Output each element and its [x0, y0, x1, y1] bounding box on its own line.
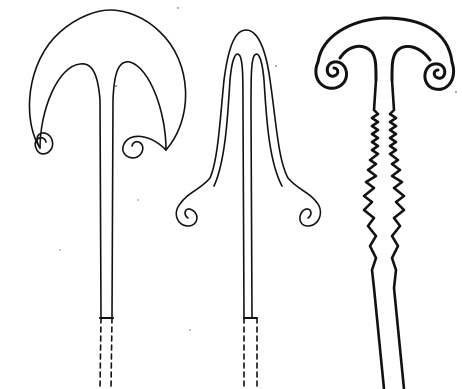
middle-inner-left	[214, 54, 244, 318]
right-stem-wavy-right	[390, 80, 404, 389]
middle-outer-left	[176, 30, 246, 226]
left-stem-dashed-b	[111, 318, 112, 389]
right-spiral-a	[316, 62, 347, 88]
mushroom-shape-left	[29, 10, 185, 389]
right-cap-outline	[318, 18, 452, 62]
left-spiral-a	[35, 133, 52, 154]
right-spiral-b	[425, 62, 454, 89]
right-stem-wavy-left	[364, 80, 384, 389]
mushroom-shape-middle	[176, 30, 320, 389]
left-cap-inner-left	[40, 64, 101, 318]
left-stem-dashed-a	[100, 318, 101, 389]
mushroom-shape-right	[316, 18, 454, 389]
left-cap-inner-right	[112, 62, 166, 318]
middle-inner-right	[251, 54, 282, 318]
left-spiral-b	[123, 136, 166, 158]
middle-outer-right	[246, 30, 320, 226]
left-cap-outline	[29, 10, 185, 150]
